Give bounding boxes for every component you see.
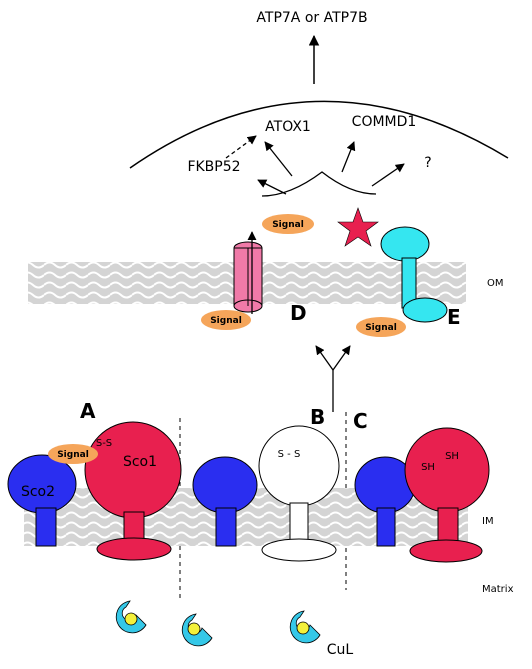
matrix-label: Matrix — [482, 584, 514, 595]
sco2-protein — [192, 456, 258, 547]
cell-boundary-arc — [129, 100, 509, 169]
arrow-icon — [341, 141, 356, 173]
panel-e-label: E — [447, 305, 461, 329]
cu-ligand-complex — [181, 613, 213, 647]
cul-label: CuL — [327, 642, 354, 658]
signal-blob — [48, 444, 98, 464]
signal-blob — [262, 214, 314, 234]
cu-ligand-complex — [289, 610, 321, 644]
commd1-label: COMMD1 — [352, 114, 417, 130]
atox1-label: ATOX1 — [265, 119, 311, 135]
star-icon — [337, 207, 379, 247]
fkbp52-label: FKBP52 — [187, 159, 240, 175]
panel-a-label: A — [80, 399, 96, 423]
om-label: OM — [487, 278, 504, 289]
disulfide-label: S-S — [96, 438, 112, 449]
disulfide-label: S - S — [278, 449, 301, 460]
sco1-label: Sco1 — [123, 454, 157, 470]
sco1-protein — [404, 427, 490, 563]
atp7-label: ATP7A or ATP7B — [256, 10, 367, 26]
im-label: IM — [482, 516, 494, 527]
arrow-icon — [371, 163, 405, 187]
sco2-protein — [7, 454, 77, 547]
channel-d — [233, 241, 263, 313]
sco1-protein — [84, 421, 182, 561]
signal-blob — [201, 310, 251, 330]
signal-label: Signal — [272, 220, 304, 230]
question-label: ? — [424, 155, 431, 171]
sco2-label: Sco2 — [21, 484, 55, 500]
thiol-label: SH — [445, 451, 459, 462]
sco1-apo-protein — [258, 425, 340, 562]
signal-label: Signal — [365, 323, 397, 333]
arrow-icon — [257, 179, 287, 195]
signal-label: Signal — [57, 450, 89, 460]
dashed-arrow-icon — [225, 135, 257, 159]
arrow-icon — [332, 345, 351, 371]
signal-blob — [356, 317, 406, 337]
arrow-icon — [264, 141, 293, 177]
cu-ligand-complex — [115, 600, 147, 634]
panel-d-label: D — [290, 301, 307, 325]
sco2-protein — [354, 456, 416, 547]
panel-c-label: C — [353, 409, 368, 433]
protein-e — [380, 226, 448, 323]
signal-label: Signal — [210, 316, 242, 326]
arrow-icon — [315, 345, 334, 371]
signal-bump — [261, 171, 377, 197]
thiol-label: SH — [421, 462, 435, 473]
panel-b-label: B — [310, 405, 325, 429]
